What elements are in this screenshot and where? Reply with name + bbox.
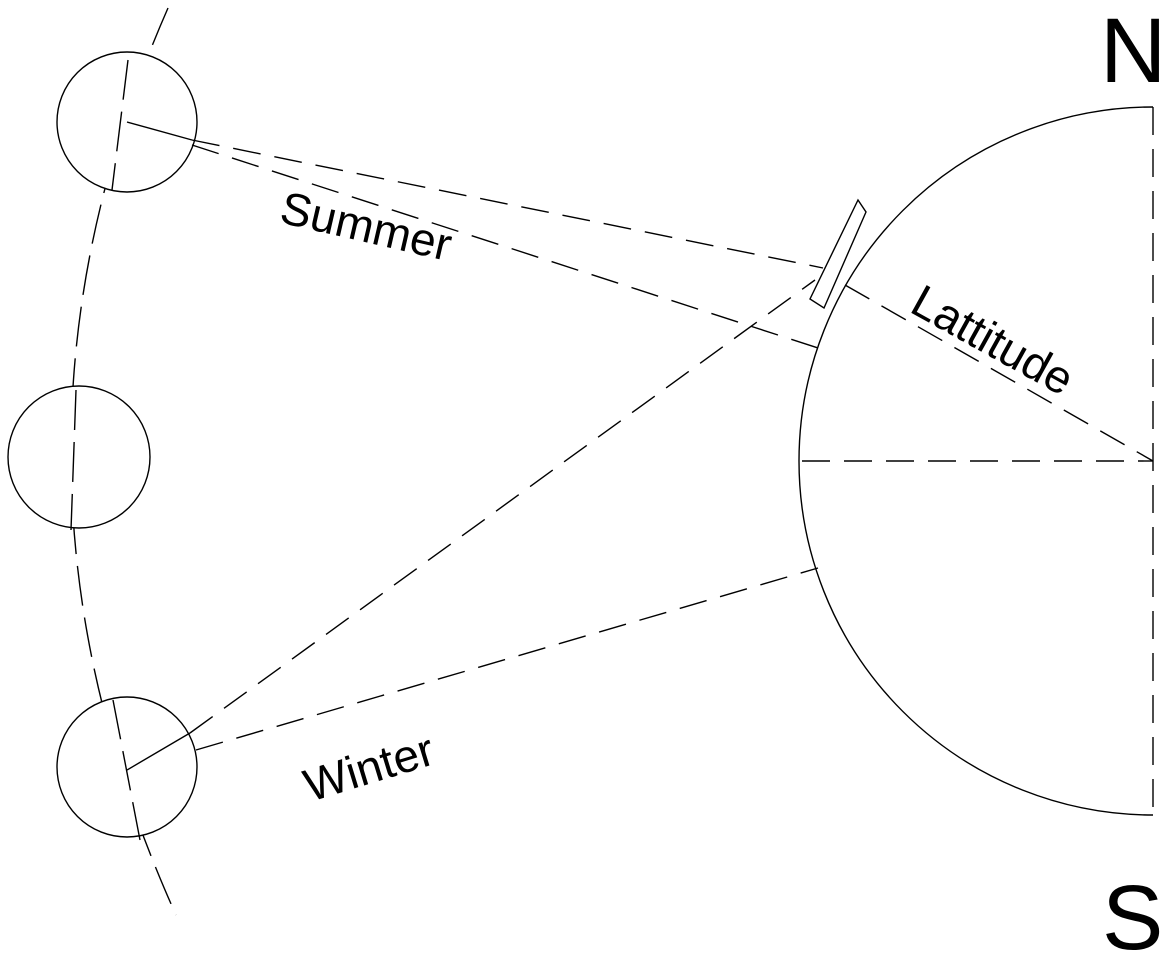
summer-ray-to-earth — [192, 145, 818, 348]
winter-sun — [57, 697, 197, 837]
north-label: N — [1100, 0, 1166, 102]
equinox-sun — [8, 386, 150, 528]
summer-label: Summer — [276, 181, 457, 271]
winter-ray-to-earth — [196, 568, 818, 750]
latitude-line — [845, 285, 1153, 461]
south-label: S — [1102, 867, 1163, 959]
winter-label: Winter — [298, 723, 440, 812]
latitude-label: Lattitude — [903, 274, 1083, 405]
winter-ray-to-panel — [190, 280, 815, 733]
